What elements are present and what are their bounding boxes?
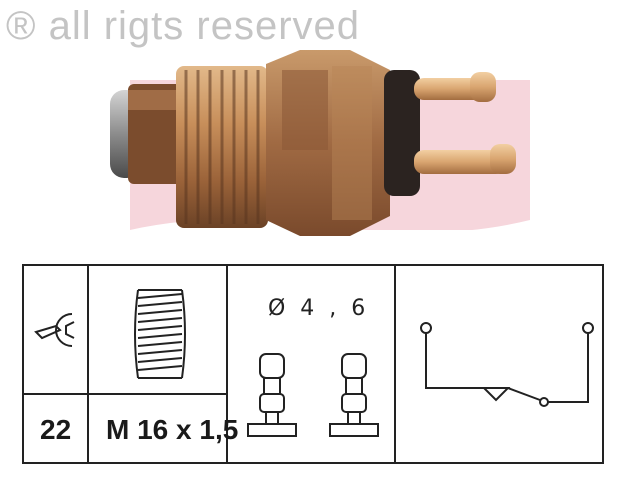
terminal-pins: [414, 72, 516, 174]
thread-size-value: M 16 x 1,5: [106, 414, 239, 445]
hex-nut: [266, 50, 390, 236]
threaded-body: [176, 66, 268, 228]
plunger-tip: [110, 84, 188, 184]
switch-schematic-icon: [420, 322, 594, 407]
wrench-size-value: 22: [40, 414, 72, 445]
thread-icon: [134, 289, 186, 379]
specification-table: 22 M 16 x 1,5 Ø 4 , 6: [22, 264, 604, 464]
product-photo: [110, 50, 530, 240]
insulator: [384, 70, 420, 196]
connector-diameter-label: Ø 4 , 6: [268, 296, 370, 321]
table-grid: [22, 264, 604, 464]
copyright-watermark: ® all rigts reserved: [6, 4, 361, 48]
wrench-icon: [34, 313, 75, 347]
spade-connector-icon: [247, 353, 379, 437]
